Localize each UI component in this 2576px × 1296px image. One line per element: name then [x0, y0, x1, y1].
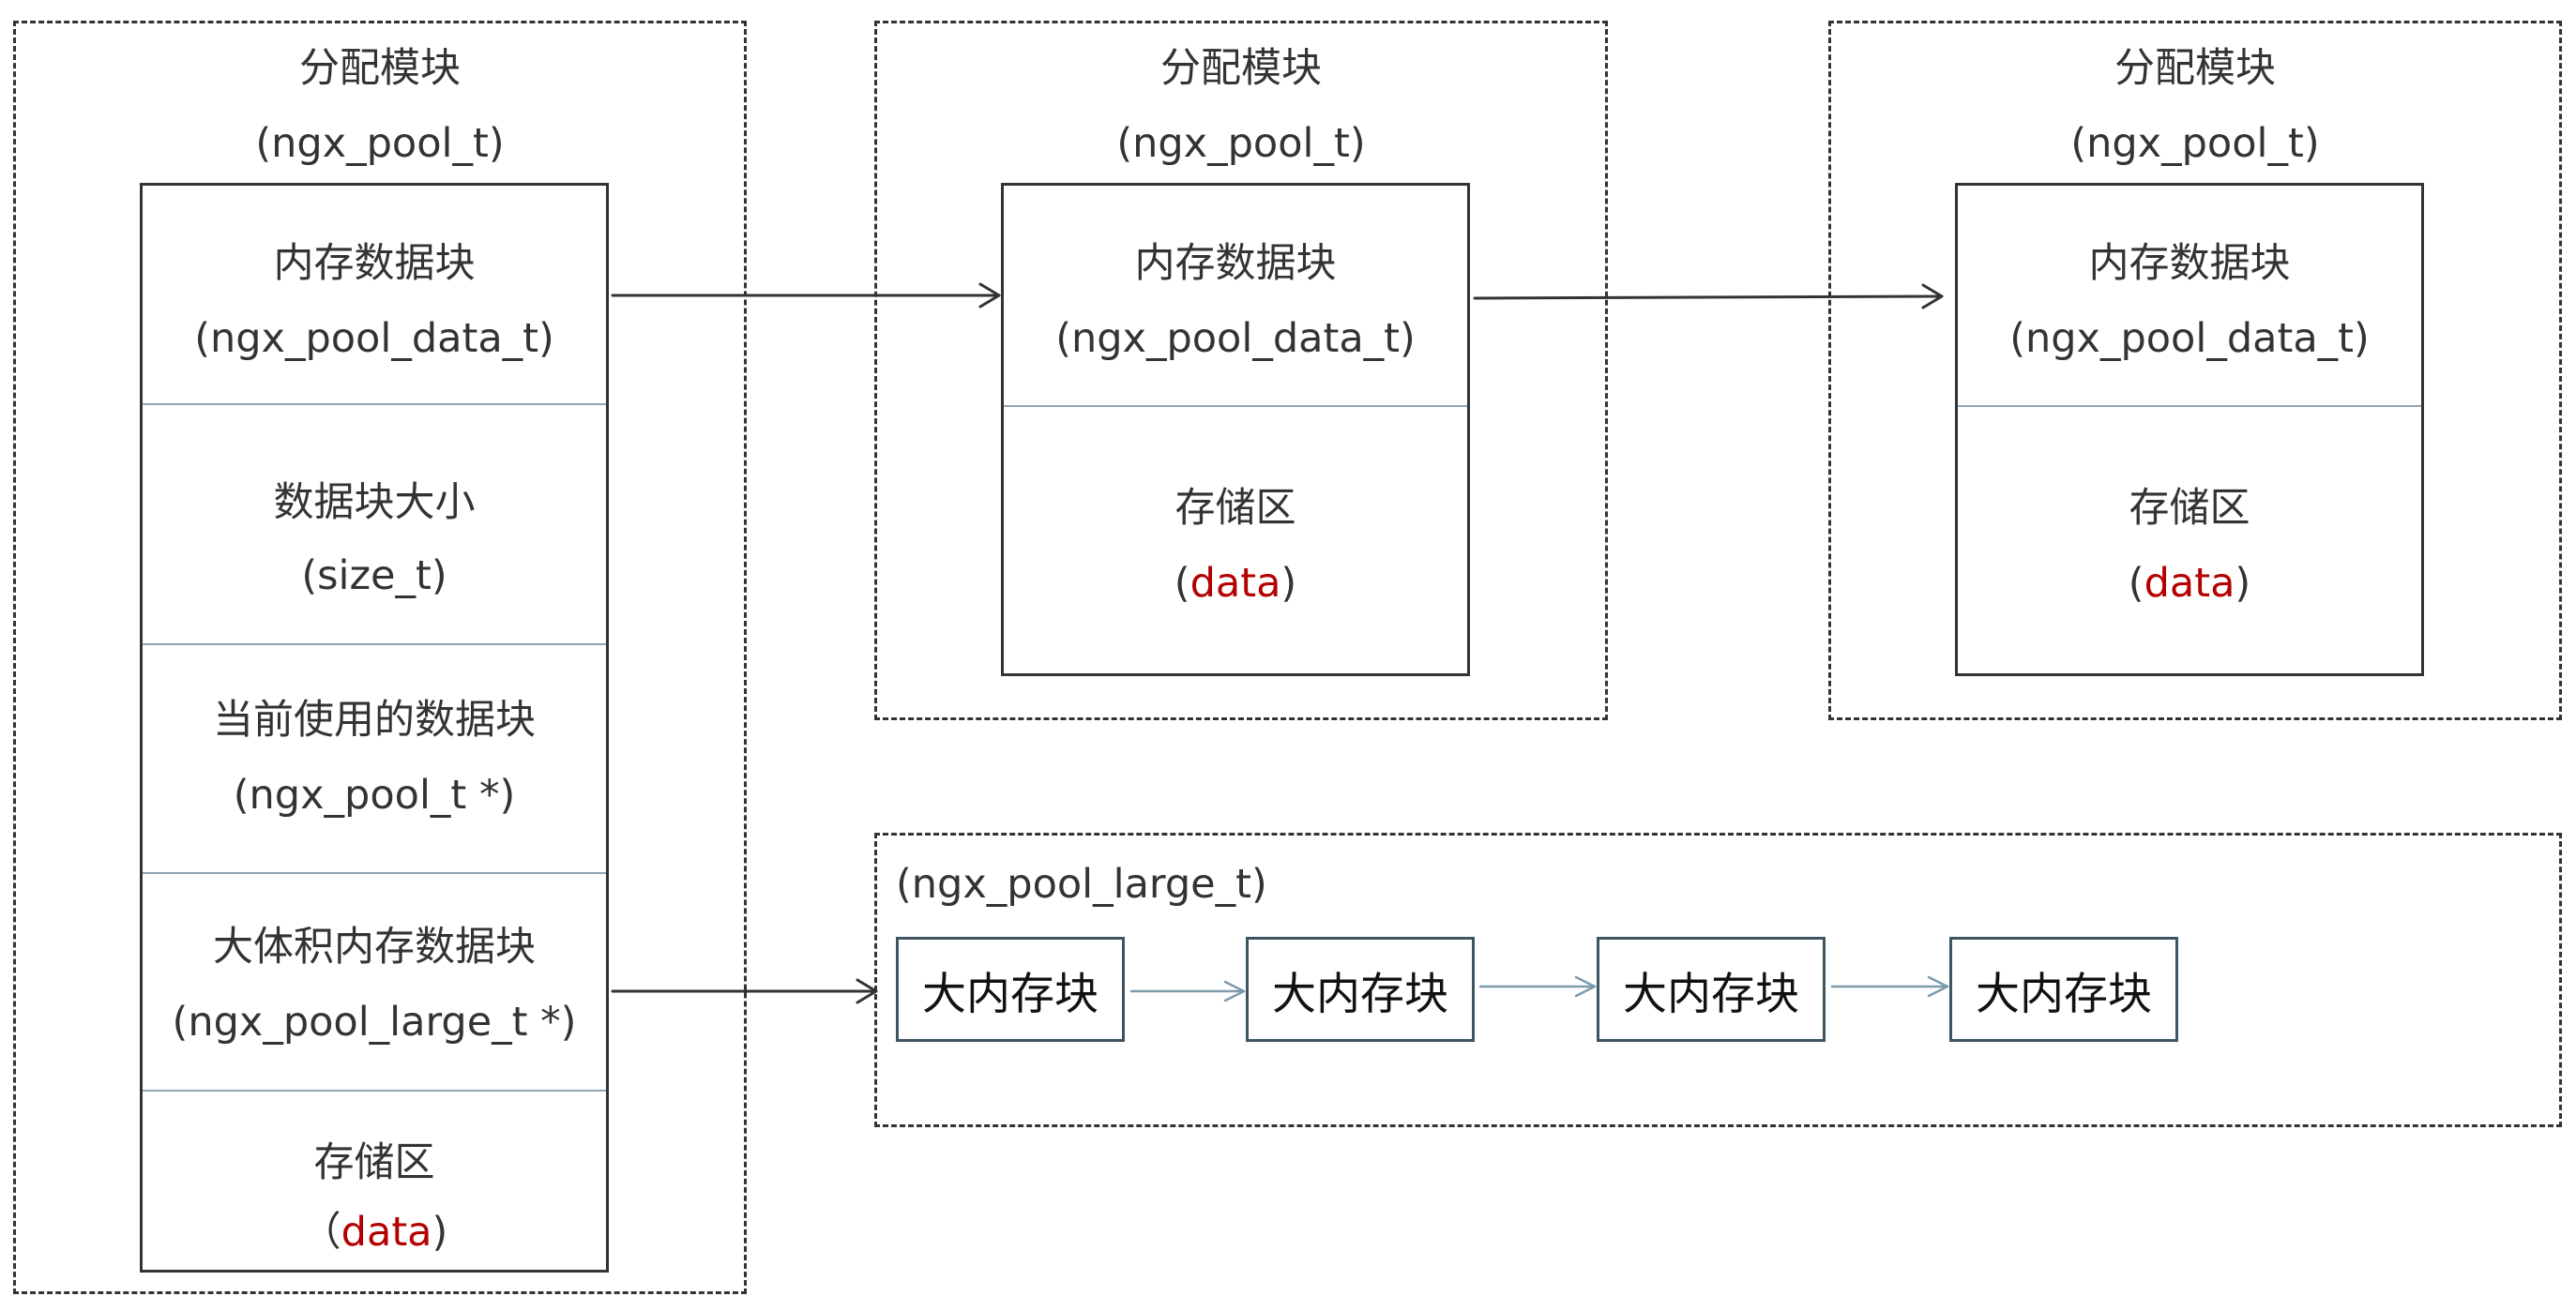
- storage-title: 存储区: [313, 1139, 435, 1186]
- arrow-large-3-to-4: [1830, 975, 1949, 998]
- pool-2-storage-data: (data): [1004, 557, 1467, 610]
- pool-3-paren-open: (: [2128, 560, 2144, 607]
- pool-3-storage-data: (data): [1958, 557, 2421, 610]
- data-block-title: 内存数据块: [273, 240, 476, 287]
- arrow-pool2-to-pool3: [1473, 283, 1944, 309]
- row-storage: 存储区 （data): [143, 1092, 606, 1275]
- arrow-pool1-to-pool2: [611, 282, 1001, 309]
- pool-module-2-frame: 分配模块 (ngx_pool_t): [874, 21, 1608, 720]
- pool-module-1-title: 分配模块: [299, 45, 461, 92]
- large-block-1: 大内存块: [896, 937, 1125, 1042]
- pool-2-paren-close: ): [1280, 560, 1297, 607]
- large-title: 大体积内存数据块: [213, 924, 536, 971]
- arrow-large-1-to-2: [1129, 980, 1246, 1002]
- pool-struct-box: 内存数据块 (ngx_pool_data_t) 数据块大小 (size_t) 当…: [140, 183, 609, 1273]
- large-block-4: 大内存块: [1949, 937, 2178, 1042]
- pool-module-2-type: (ngx_pool_t): [1116, 120, 1366, 167]
- data-block-type: (ngx_pool_data_t): [194, 315, 554, 362]
- pool-2-row-storage: 存储区 (data): [1004, 407, 1467, 679]
- arrow-pool1-to-large-chain: [611, 978, 878, 1004]
- row-large: 大体积内存数据块 (ngx_pool_large_t *): [143, 874, 606, 1092]
- pool-3-data-label: data: [2144, 560, 2235, 607]
- pool-2-data-block-title: 内存数据块: [1134, 240, 1337, 287]
- size-title: 数据块大小: [273, 479, 476, 526]
- current-title: 当前使用的数据块: [213, 697, 536, 744]
- pool-3-row-storage: 存储区 (data): [1958, 407, 2421, 679]
- pool-module-3-title: 分配模块: [2114, 45, 2276, 92]
- size-type: (size_t): [301, 552, 447, 599]
- pool-module-3-frame: 分配模块 (ngx_pool_t): [1828, 21, 2562, 720]
- pool-3-storage-title: 存储区: [2129, 485, 2250, 532]
- pool-2-storage-title: 存储区: [1174, 485, 1296, 532]
- arrow-large-2-to-3: [1478, 975, 1597, 998]
- pool-2-row-data-block: 内存数据块 (ngx_pool_data_t): [1004, 186, 1467, 407]
- row-size: 数据块大小 (size_t): [143, 405, 606, 645]
- pool-3-data-block-title: 内存数据块: [2088, 240, 2291, 287]
- pool-3-row-data-block: 内存数据块 (ngx_pool_data_t): [1958, 186, 2421, 407]
- pool-3-data-block-type: (ngx_pool_data_t): [2009, 315, 2370, 362]
- row-current: 当前使用的数据块 (ngx_pool_t *): [143, 645, 606, 874]
- current-type: (ngx_pool_t *): [233, 772, 516, 819]
- pool-2-data-block-type: (ngx_pool_data_t): [1055, 315, 1416, 362]
- large-chain-frame: (ngx_pool_large_t): [874, 833, 2562, 1127]
- storage-data: （data): [143, 1206, 606, 1258]
- storage-paren-close: ): [432, 1209, 448, 1256]
- row-data-block: 内存数据块 (ngx_pool_data_t): [143, 186, 606, 405]
- pool-3-struct-box: 内存数据块 (ngx_pool_data_t) 存储区 (data): [1955, 183, 2424, 676]
- storage-paren-open: （: [300, 1209, 341, 1256]
- pool-module-2-title: 分配模块: [1160, 45, 1322, 92]
- pool-module-1-type: (ngx_pool_t): [255, 120, 505, 167]
- pool-module-1-frame: 分配模块 (ngx_pool_t): [13, 21, 747, 1294]
- pool-2-data-label: data: [1190, 560, 1281, 607]
- pool-module-3-type: (ngx_pool_t): [2070, 120, 2320, 167]
- pool-2-struct-box: 内存数据块 (ngx_pool_data_t) 存储区 (data): [1001, 183, 1470, 676]
- pool-2-paren-open: (: [1174, 560, 1190, 607]
- pool-3-paren-close: ): [2235, 560, 2251, 607]
- large-chain-label: (ngx_pool_large_t): [896, 861, 1267, 908]
- large-type: (ngx_pool_large_t *): [172, 999, 577, 1046]
- large-block-3: 大内存块: [1597, 937, 1826, 1042]
- large-block-2: 大内存块: [1246, 937, 1475, 1042]
- storage-data-label: data: [341, 1209, 432, 1256]
